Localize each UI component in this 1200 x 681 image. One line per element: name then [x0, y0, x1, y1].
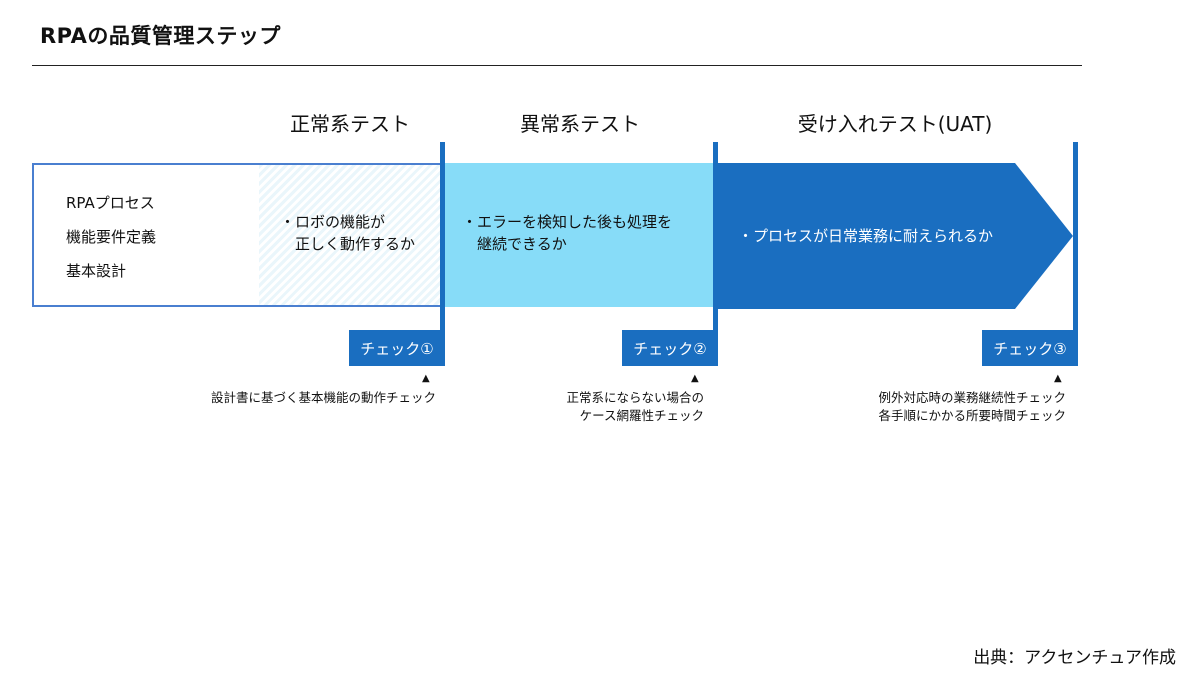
normal-test-description: ・ロボの機能が 正しく動作するか [280, 211, 415, 255]
description-line: ・エラーを検知した後も処理を [462, 213, 673, 231]
divider-check-3 [1073, 142, 1078, 366]
check-1-note: 設計書に基づく基本機能の動作チェック [211, 389, 436, 407]
acceptance-test-description: ・プロセスが日常業務に耐えられるか [738, 225, 993, 247]
source-note: 出典：アクセンチュア作成 [973, 648, 1176, 668]
check-3-box: チェック③ [982, 330, 1078, 366]
title-divider [32, 65, 1082, 66]
note-line: ケース網羅性チェック [579, 408, 704, 423]
requirements-line: RPAプロセス [66, 194, 155, 212]
normal-test-segment [259, 165, 440, 305]
note-line: 各手順にかかる所要時間チェック [878, 408, 1066, 423]
description-line: ・ロボの機能が [280, 213, 386, 231]
page-title: RPAの品質管理ステップ [40, 24, 281, 48]
requirements-list: RPAプロセス 機能要件定義 基本設計 [66, 186, 156, 288]
phase-abnormal-test: 異常系テスト [520, 112, 640, 136]
check-2-marker: ▲ [691, 373, 699, 384]
phase-normal-test: 正常系テスト [290, 112, 410, 136]
requirements-line: 基本設計 [66, 262, 127, 280]
check-2-box: チェック② [622, 330, 718, 366]
check-3-marker: ▲ [1054, 373, 1062, 384]
description-line: 正しく動作するか [280, 235, 416, 253]
check-2-note: 正常系にならない場合の ケース網羅性チェック [566, 389, 704, 425]
description-line: 継続できるか [462, 235, 567, 253]
check-1-marker: ▲ [422, 373, 430, 384]
abnormal-test-segment [443, 163, 715, 307]
divider-check-2 [713, 142, 718, 366]
requirements-line: 機能要件定義 [66, 228, 157, 246]
phase-acceptance-test: 受け入れテスト(UAT) [797, 112, 993, 136]
description-line: ・プロセスが日常業務に耐えられるか [738, 227, 994, 245]
note-line: 例外対応時の業務継続性チェック [878, 390, 1066, 405]
abnormal-test-description: ・エラーを検知した後も処理を 継続できるか [462, 211, 672, 255]
divider-check-1 [440, 142, 445, 366]
check-3-note: 例外対応時の業務継続性チェック 各手順にかかる所要時間チェック [878, 389, 1066, 425]
acceptance-test-arrow [715, 163, 1073, 309]
note-line: 設計書に基づく基本機能の動作チェック [210, 390, 436, 405]
note-line: 正常系にならない場合の [566, 390, 704, 405]
check-1-box: チェック① [349, 330, 445, 366]
